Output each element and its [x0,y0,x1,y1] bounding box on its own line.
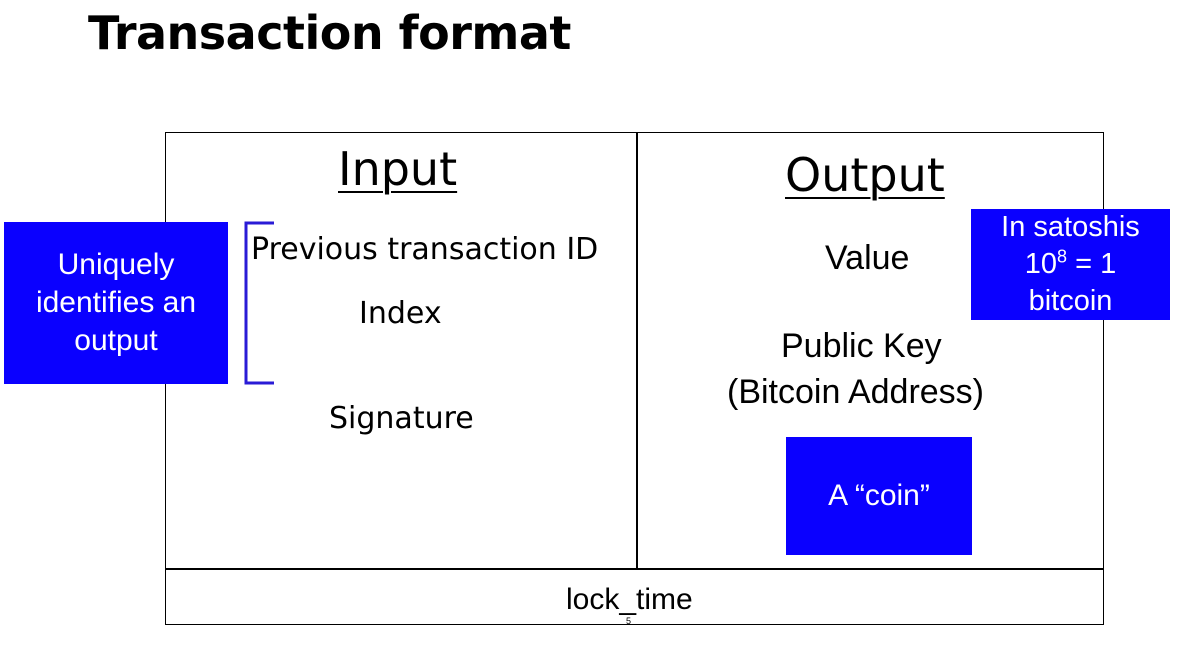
satoshi-exponent: 8 [1057,246,1068,267]
slide-title: Transaction format [88,6,571,60]
lock-time-panel [165,568,1104,625]
output-field-value: Value [825,239,910,277]
satoshi-callout: In satoshis 108 = 1 bitcoin [971,209,1170,320]
outpoint-callout-line: Uniquely [57,248,175,281]
satoshi-callout-line: bitcoin [1028,285,1113,317]
satoshi-equals: = 1 [1067,248,1117,280]
bracket-icon [244,221,274,385]
outpoint-callout-line: output [74,324,158,357]
outpoint-callout-line: identifies an [35,286,197,319]
input-heading: Input [338,142,458,196]
input-panel [165,132,638,570]
outpoint-callout: Uniquely identifies an output [4,222,228,384]
satoshi-callout-line: 108 = 1 [1001,246,1140,283]
output-heading: Output [785,148,945,202]
output-field-bitcoin-address: (Bitcoin Address) [727,373,984,411]
output-field-public-key: Public Key [781,327,942,365]
coin-callout: A “coin” [786,437,972,555]
input-field-index: Index [359,296,442,331]
page-number: 5 [626,616,632,626]
satoshi-callout-line: In satoshis [1001,211,1140,243]
output-panel [636,132,1104,570]
input-field-prev-tx-id: Previous transaction ID [251,232,599,267]
satoshi-base: 10 [1024,248,1058,280]
lock-time-label: lock_time [566,583,693,616]
input-field-signature: Signature [329,401,474,436]
